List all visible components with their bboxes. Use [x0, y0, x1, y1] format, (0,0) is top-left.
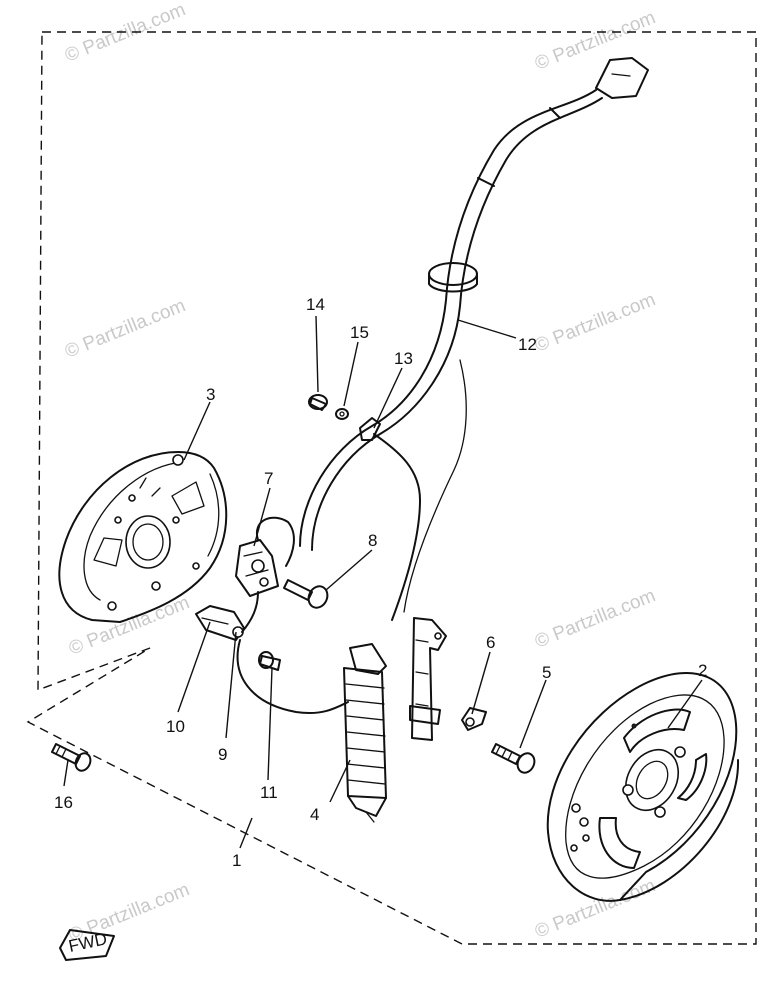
flywheel-rotor — [546, 671, 740, 902]
callout-14: 14 — [306, 295, 325, 314]
callout-6: 6 — [486, 633, 495, 652]
watermark-text: © Partzilla.com — [62, 295, 189, 362]
screw-part-14 — [308, 394, 328, 411]
assembly-frame — [26, 31, 757, 945]
callout-8: 8 — [368, 531, 377, 550]
leader-lines — [63, 315, 703, 849]
screw-part-8 — [283, 579, 329, 609]
callout-7: 7 — [264, 469, 273, 488]
callout-numbers: 1 2 3 4 5 6 7 8 9 10 11 12 13 14 15 16 — [54, 295, 707, 870]
contact-breaker — [235, 516, 295, 597]
callout-15: 15 — [350, 323, 369, 342]
fwd-arrow-icon: FWD — [59, 929, 115, 961]
stator-base-plate — [58, 451, 228, 623]
callout-10: 10 — [166, 717, 185, 736]
watermark-text: © Partzilla.com — [532, 585, 659, 652]
callout-2: 2 — [698, 661, 707, 680]
callout-4: 4 — [310, 805, 319, 824]
callout-1: 1 — [232, 851, 241, 870]
callout-9: 9 — [218, 745, 227, 764]
watermark-text: © Partzilla.com — [66, 592, 193, 659]
watermark-text: © Partzilla.com — [532, 289, 659, 356]
condenser — [195, 605, 245, 641]
watermark-text: © Partzilla.com — [532, 875, 659, 942]
screw-part-16 — [51, 743, 92, 772]
washer-part-15 — [335, 408, 349, 420]
wire-harness — [236, 57, 649, 714]
lighting-coil-bracket — [409, 617, 447, 741]
screw-part — [491, 743, 536, 774]
callout-11: 11 — [260, 783, 278, 802]
callout-13: 13 — [394, 349, 413, 368]
watermark-text: © Partzilla.com — [62, 0, 189, 67]
ignition-coil — [343, 643, 387, 823]
screw-part-11 — [258, 651, 281, 671]
clip-part — [461, 707, 487, 731]
callout-3: 3 — [206, 385, 215, 404]
watermarks: © Partzilla.com © Partzilla.com © Partzi… — [62, 0, 659, 947]
callout-5: 5 — [542, 663, 551, 682]
callout-16: 16 — [54, 793, 73, 812]
callout-12: 12 — [518, 335, 537, 354]
cable-clamp — [359, 417, 381, 441]
